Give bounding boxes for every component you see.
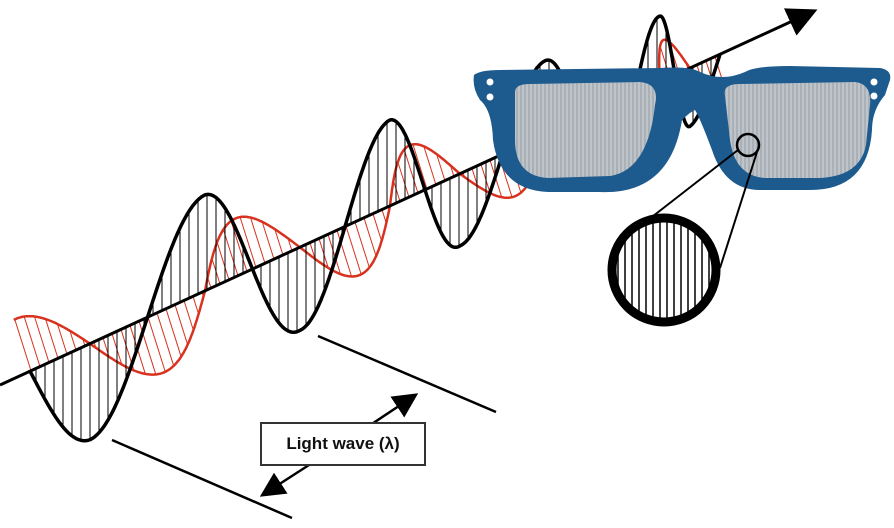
magnetic-field-hatch (192, 296, 200, 315)
magnetic-field-hatch (23, 316, 41, 367)
magnetic-field-hatch (138, 321, 157, 375)
magnetic-field-hatch (354, 221, 370, 268)
magnetic-field-hatch (216, 242, 230, 281)
magnetic-field-hatch (327, 234, 342, 275)
magnetic-field-hatch (250, 217, 266, 264)
wavelength-guide-line (111, 438, 293, 520)
magnetic-field-hatch (165, 308, 182, 357)
magnetic-field-hatch (397, 161, 410, 198)
magnetic-field-hatch (239, 216, 257, 268)
magnetic-field-hatch (222, 229, 239, 276)
wavelength-guide-line (317, 334, 497, 414)
magnetic-field-hatch (372, 213, 383, 242)
magnetic-field-hatch (261, 221, 275, 260)
magnetic-field-hatch (436, 153, 446, 181)
magnetic-field-hatch (33, 316, 50, 363)
magnetic-field-hatch (345, 226, 362, 275)
right-lens (724, 82, 871, 178)
magnetic-field-hatch (336, 230, 353, 277)
magnetic-field-hatch (423, 146, 437, 186)
magnetic-field-hatch (156, 312, 175, 366)
magnetic-field-hatch (183, 300, 194, 331)
magnetic-field-hatch (274, 229, 284, 256)
magnetic-field-hatch (45, 318, 59, 359)
magnetic-field-hatch (403, 149, 419, 194)
magnified-lens-circle (607, 213, 721, 327)
magnetic-field-hatch (363, 217, 377, 257)
wavelength-label: Light wave (λ) (260, 422, 426, 466)
magnetic-field-hatch (69, 330, 77, 351)
magnetic-field-hatch (147, 316, 166, 372)
left-lens (515, 82, 656, 178)
glasses (473, 66, 891, 193)
magnetic-field-hatch (309, 242, 316, 260)
propagation-axis-arrow (0, 8, 818, 387)
magnetic-field-hatch (174, 304, 189, 345)
magnetic-field-hatch (392, 180, 401, 202)
magnetic-field-hatch (56, 323, 68, 355)
lens-detail-marker (735, 132, 761, 158)
magnifier (607, 132, 761, 327)
magnetic-field-hatch (412, 144, 428, 190)
magnetic-field-hatch (14, 319, 32, 371)
magnetic-field-hatch (287, 238, 293, 252)
